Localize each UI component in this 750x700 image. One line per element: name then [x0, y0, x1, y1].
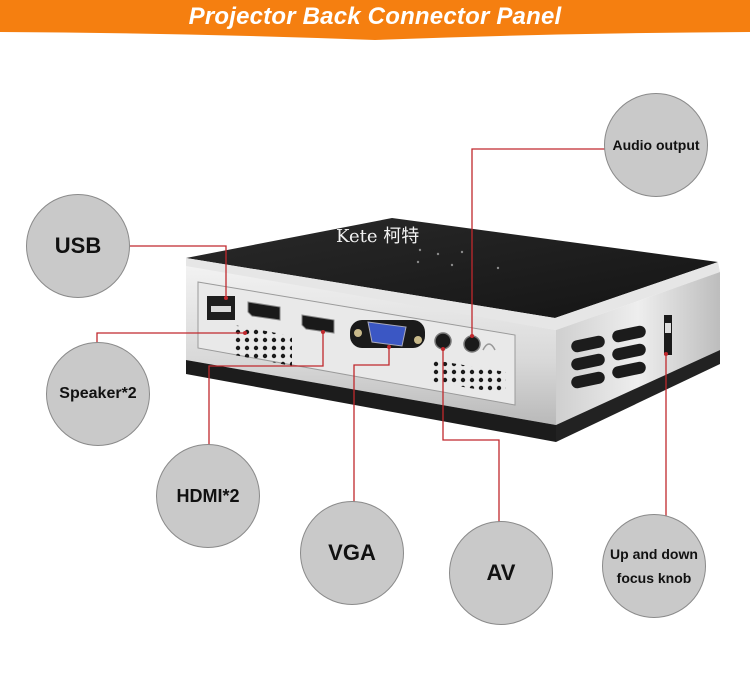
side-vents [571, 325, 646, 389]
speaker-grille-right [433, 360, 506, 394]
callout-focus-knob-label-line2: focus knob [616, 570, 692, 586]
callout-vga-label: VGA [328, 540, 376, 565]
leader-audio-output [471, 148, 605, 336]
callout-usb: USB [26, 194, 130, 298]
header-banner [0, 0, 750, 40]
focus-knob [664, 315, 672, 355]
callout-focus-knob-label-line1: Up and down [610, 545, 698, 562]
page-title: Projector Back Connector Panel [188, 3, 562, 30]
leader-vga [353, 347, 390, 503]
leader-speaker [96, 332, 245, 346]
hdmi1-port [247, 301, 281, 321]
headphone-icon [482, 343, 496, 351]
projector-top [186, 218, 718, 318]
callout-av: AV [449, 521, 553, 625]
av-jack [434, 332, 452, 350]
callout-vga: VGA [300, 501, 404, 605]
leader-hdmi [208, 332, 324, 446]
callout-speaker: Speaker*2 [46, 342, 150, 446]
audio-jack [463, 335, 481, 353]
vga-port [367, 321, 407, 347]
callout-hdmi: HDMI*2 [156, 444, 260, 548]
callout-hdmi-label: HDMI*2 [176, 485, 240, 506]
callout-speaker-label: Speaker*2 [59, 385, 137, 402]
speaker-grille-left [234, 325, 292, 366]
leader-av [442, 349, 500, 523]
callout-focus-knob: Up and down focus knob [602, 514, 706, 618]
callout-usb-label: USB [54, 233, 102, 258]
hdmi2-port [301, 314, 335, 334]
callout-audio-output-label: Audio output [612, 137, 700, 153]
callout-av-label: AV [486, 560, 516, 585]
leader-usb [130, 245, 227, 298]
brand-label: Kete 柯特 [336, 226, 420, 247]
callout-audio-output: Audio output [604, 93, 708, 197]
leader-lines [96, 148, 667, 523]
